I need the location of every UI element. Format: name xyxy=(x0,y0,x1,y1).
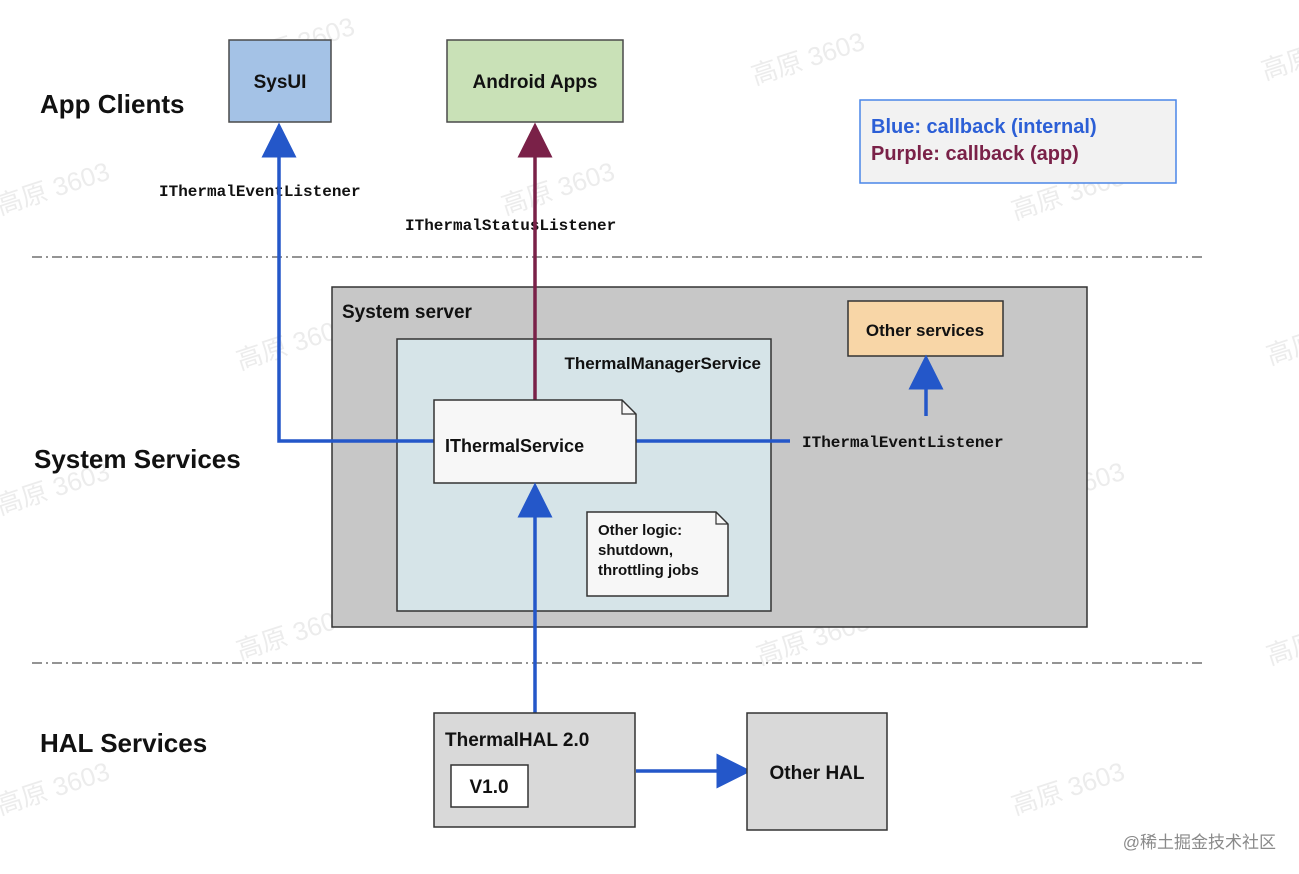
ithermal-service-label: IThermalService xyxy=(445,436,584,456)
sysui-box xyxy=(228,39,332,123)
other-logic-line: shutdown, xyxy=(598,542,673,559)
watermark: 高原 3603 xyxy=(1008,756,1129,821)
watermark: 高原 3603 xyxy=(1263,606,1299,671)
iface-label-event-listener-sysui: IThermalEventListener xyxy=(159,183,361,201)
thermal-hal-label: ThermalHAL 2.0 xyxy=(445,730,589,751)
other-logic-line: throttling jobs xyxy=(598,562,699,579)
ithermal-service-box xyxy=(433,399,637,484)
legend-blue: Blue: callback (internal) xyxy=(871,116,1097,138)
iface-label-status-listener-apps: IThermalStatusListener xyxy=(405,217,616,235)
iface-label-event-listener-services: IThermalEventListener xyxy=(802,434,1004,452)
watermark: 高原 3603 xyxy=(498,156,619,221)
ithermal-service-fold xyxy=(621,400,636,415)
watermark: 高原 3603 xyxy=(1263,306,1299,371)
layer-label-system-services: System Services xyxy=(34,444,241,474)
other-logic-box xyxy=(586,511,729,597)
system-server-label: System server xyxy=(342,302,473,323)
watermark: 高原 3603 xyxy=(1258,21,1299,86)
other-services-label: Other services xyxy=(866,321,984,340)
other-logic-fold xyxy=(715,512,728,525)
layer-label-hal-services: HAL Services xyxy=(40,728,207,758)
android-apps-box xyxy=(446,39,624,123)
other-hal-box xyxy=(746,712,888,831)
sysui-label: SysUI xyxy=(254,72,307,93)
watermark: 高原 3603 xyxy=(0,156,113,221)
other-logic-line: Other logic: xyxy=(598,522,682,539)
watermark: 高原 3603 xyxy=(748,26,869,91)
hal-version-box xyxy=(450,764,529,808)
footer-watermark: @稀土掘金技术社区 xyxy=(1123,833,1276,852)
hal-version-label: V1.0 xyxy=(469,777,508,798)
thermal-manager-service-label: ThermalManagerService xyxy=(564,354,761,373)
callback-arrow-sysui xyxy=(261,122,434,443)
watermark: 高原 3603 xyxy=(0,756,113,821)
legend-purple: Purple: callback (app) xyxy=(871,143,1079,165)
legend-box xyxy=(859,99,1177,184)
layer-label-app-clients: App Clients xyxy=(40,89,184,119)
android-apps-label: Android Apps xyxy=(473,72,598,93)
other-hal-label: Other HAL xyxy=(770,763,865,784)
